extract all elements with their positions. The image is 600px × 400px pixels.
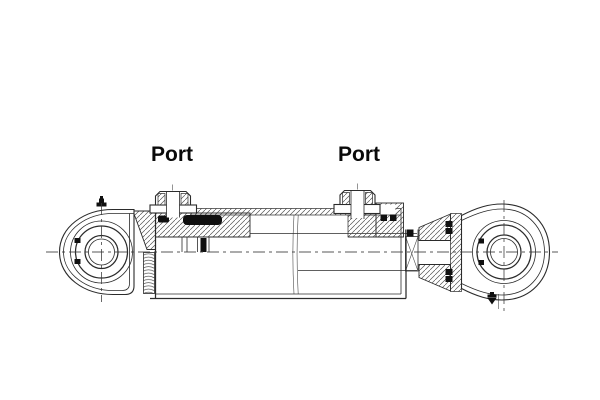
weld-wedge xyxy=(132,210,156,250)
head-section xyxy=(347,214,377,238)
right-rod-eye xyxy=(460,200,551,313)
rod-end-attachment xyxy=(405,229,419,272)
base-cone xyxy=(418,213,462,292)
weld-seam xyxy=(292,214,295,295)
left-port-label: Port xyxy=(151,143,193,166)
grease-fitting-stem xyxy=(490,292,494,295)
grease-fitting-body xyxy=(99,198,104,203)
grease-fitting-base xyxy=(487,294,497,298)
seal-slot xyxy=(200,238,207,252)
port-thread-wall xyxy=(365,192,373,205)
retaining-ring-gap xyxy=(74,238,81,243)
port-thread-wall xyxy=(342,192,350,205)
static-seal xyxy=(380,214,387,221)
static-seal xyxy=(390,214,397,221)
base-seal xyxy=(445,221,453,227)
retaining-ring-gap xyxy=(478,238,484,244)
right-port-label: Port xyxy=(338,143,380,166)
gland-assembly xyxy=(155,212,251,252)
x-diagonal xyxy=(405,236,419,272)
grease-fitting-tip xyxy=(487,298,497,305)
port-bore xyxy=(351,191,364,218)
eye-housing-inner xyxy=(63,213,134,291)
retaining-ring-gap xyxy=(74,259,81,264)
retaining-ring-gap xyxy=(478,260,484,265)
right-head-block xyxy=(347,202,404,238)
weld-seam xyxy=(296,214,299,295)
port-thread-wall xyxy=(157,193,166,206)
right-port-boss xyxy=(333,183,381,219)
port-thread-wall xyxy=(180,193,189,206)
grease-fitting-nipple xyxy=(100,196,103,199)
base-seal xyxy=(445,228,453,234)
retainer-seal xyxy=(406,229,414,237)
base-seal xyxy=(445,276,453,282)
grease-fitting-icon xyxy=(487,292,497,305)
cone-upper-section xyxy=(418,213,451,241)
collar-notch xyxy=(380,204,396,215)
piston-seal-band xyxy=(183,215,222,225)
base-seal xyxy=(445,269,453,275)
cylinder-barrel xyxy=(150,208,417,300)
port-bore xyxy=(166,192,180,218)
left-port-boss xyxy=(149,184,198,218)
left-rod-eye xyxy=(58,196,135,302)
rod-thread-stub xyxy=(143,252,155,294)
